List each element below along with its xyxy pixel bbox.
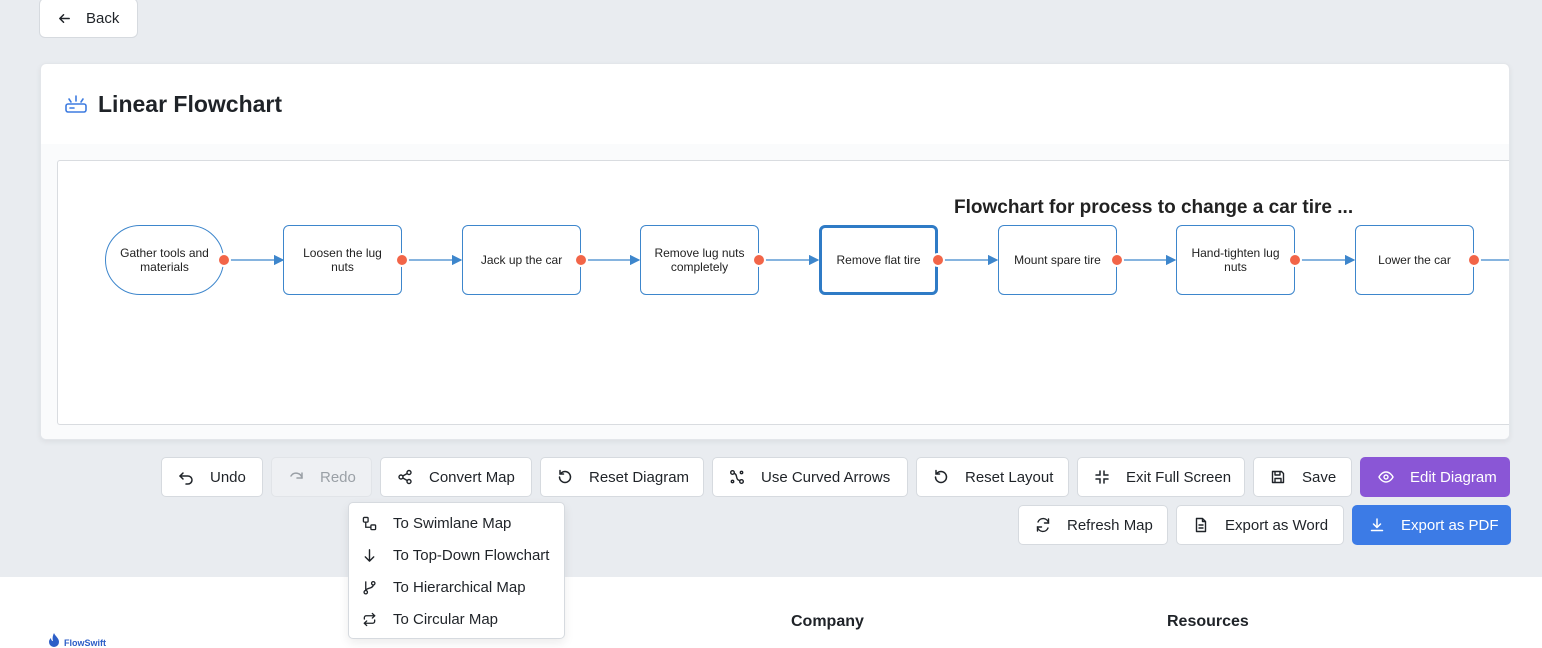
menu-item-hierarchical[interactable]: To Hierarchical Map [349, 571, 564, 603]
flame-logo-icon [49, 633, 59, 647]
save-label: Save [1302, 468, 1337, 486]
edit-diagram-label: Edit Diagram [1410, 468, 1497, 486]
diagram-card: Linear Flowchart Flowchart for process t… [40, 63, 1510, 440]
flow-node[interactable]: Mount spare tire [998, 225, 1124, 295]
convert-map-menu: To Swimlane Map To Top-Down Flowchart To… [348, 502, 565, 639]
menu-item-circular[interactable]: To Circular Map [349, 603, 564, 635]
arrow-left-icon [59, 13, 70, 23]
repeat-icon [363, 612, 376, 626]
node-label: Loosen the lug nuts [303, 246, 382, 274]
convert-map-label: Convert Map [429, 468, 515, 486]
node-label: Remove flat tire [836, 253, 921, 267]
reset-diagram-button[interactable]: Reset Diagram [540, 457, 704, 497]
connector-dot[interactable] [931, 253, 945, 267]
flow-node[interactable]: Loosen the lug nuts [283, 225, 409, 295]
rotate-ccw-icon [934, 469, 948, 484]
menu-item-swimlane[interactable]: To Swimlane Map [349, 507, 564, 539]
connector-dot[interactable] [1467, 253, 1481, 267]
node-label: Jack up the car [480, 253, 563, 267]
connector-dot[interactable] [217, 253, 231, 267]
menu-item-label: To Hierarchical Map [393, 578, 526, 596]
curved-arrows-label: Use Curved Arrows [761, 468, 891, 486]
minimize-icon [1095, 470, 1109, 484]
connector-dot[interactable] [395, 253, 409, 267]
menu-item-label: To Swimlane Map [393, 514, 512, 532]
footer-company-heading: Company [791, 613, 864, 630]
menu-item-label: To Top-Down Flowchart [393, 546, 550, 564]
footer-resources-heading: Resources [1167, 613, 1249, 630]
redo-button[interactable]: Redo [271, 457, 372, 497]
footer: FlowSwift Company Resources [0, 577, 1542, 648]
reset-layout-button[interactable]: Reset Layout [916, 457, 1069, 497]
undo-icon [179, 472, 193, 485]
download-icon [1370, 518, 1384, 532]
reset-layout-label: Reset Layout [965, 468, 1054, 486]
curved-arrows-button[interactable]: Use Curved Arrows [712, 457, 908, 497]
undo-button[interactable]: Undo [161, 457, 263, 497]
refresh-map-button[interactable]: Refresh Map [1018, 505, 1168, 545]
flowchart-icon [65, 95, 87, 113]
export-word-button[interactable]: Export as Word [1176, 505, 1344, 545]
export-pdf-button[interactable]: Export as PDF [1352, 505, 1511, 545]
menu-item-label: To Circular Map [393, 610, 499, 628]
redo-label: Redo [320, 468, 356, 486]
convert-map-button[interactable]: Convert Map [380, 457, 532, 497]
connector-dot[interactable] [1110, 253, 1124, 267]
exit-fullscreen-button[interactable]: Exit Full Screen [1077, 457, 1245, 497]
flow-node[interactable]: Gather tools and materials [105, 225, 231, 295]
arrow-down-icon [364, 548, 375, 562]
export-pdf-label: Export as PDF [1401, 516, 1499, 534]
card-body: Flowchart for process to change a car ti… [41, 144, 1509, 439]
save-icon [1271, 470, 1285, 484]
flow-node[interactable]: Remove lug nuts completely [640, 225, 766, 295]
node-label: Lower the car [1378, 253, 1451, 267]
document-icon [1195, 517, 1207, 533]
node-label: Hand-tighten lug nuts [1191, 246, 1280, 274]
flow-node[interactable]: Lower the car [1355, 225, 1481, 295]
eye-icon [1378, 471, 1394, 483]
page-title: Linear Flowchart [98, 90, 283, 117]
save-button[interactable]: Save [1253, 457, 1352, 497]
curve-icon [730, 470, 744, 484]
undo-label: Undo [210, 468, 246, 486]
redo-icon [290, 472, 303, 479]
connector-dot[interactable] [1288, 253, 1302, 267]
node-label: Mount spare tire [1014, 253, 1101, 267]
refresh-icon [1036, 517, 1050, 533]
swimlane-icon [362, 516, 377, 530]
menu-item-top-down[interactable]: To Top-Down Flowchart [349, 539, 564, 571]
back-button[interactable]: Back [39, 0, 138, 38]
diagram-canvas[interactable]: Flowchart for process to change a car ti… [57, 160, 1509, 425]
flow-node-selected[interactable]: Remove flat tire [819, 225, 945, 295]
refresh-map-label: Refresh Map [1067, 516, 1153, 534]
rotate-ccw-icon [558, 469, 572, 484]
reset-diagram-label: Reset Diagram [589, 468, 690, 486]
branch-icon [363, 580, 376, 595]
flow-node[interactable]: Jack up the car [462, 225, 588, 295]
logo[interactable]: FlowSwift [46, 632, 106, 648]
export-word-label: Export as Word [1225, 516, 1329, 534]
logo-text: FlowSwift [64, 638, 106, 648]
card-header: Linear Flowchart [41, 64, 1509, 144]
share-icon [398, 469, 412, 485]
diagram-title: Flowchart for process to change a car ti… [954, 197, 1354, 218]
exit-fullscreen-label: Exit Full Screen [1126, 468, 1232, 486]
connector-layer [224, 254, 1509, 266]
back-label: Back [86, 9, 120, 27]
node-label: Remove lug nuts completely [654, 246, 745, 274]
edit-diagram-button[interactable]: Edit Diagram [1360, 457, 1510, 497]
connector-dot[interactable] [574, 253, 588, 267]
connector-dot[interactable] [752, 253, 766, 267]
flow-node[interactable]: Hand-tighten lug nuts [1176, 225, 1302, 295]
node-label: Gather tools and materials [120, 246, 209, 274]
